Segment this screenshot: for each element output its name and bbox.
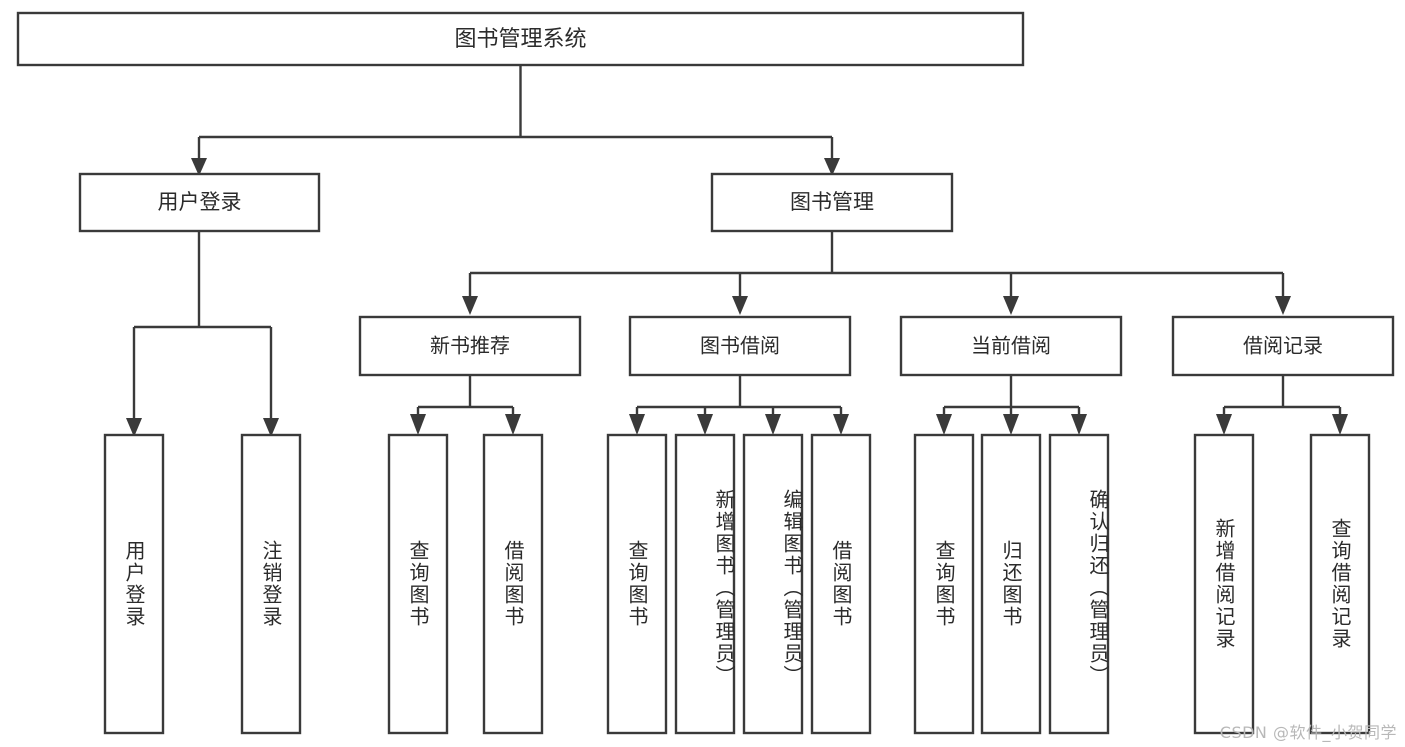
arrow-current-borrow-leaf3-icon	[1071, 414, 1087, 435]
node-book-manage-label: 图书管理	[790, 190, 874, 214]
arrow-to-user-login-icon	[191, 158, 207, 176]
leaf-box-book-borrow-1[interactable]	[606, 433, 668, 735]
node-book-borrow[interactable]: 图书借阅	[628, 315, 852, 377]
arrow-book-borrow-leaf4-icon	[833, 414, 849, 435]
leaf-box-user-login-2[interactable]	[240, 433, 302, 735]
arrow-to-book-manage-icon	[824, 158, 840, 176]
connector-layer	[126, 65, 1348, 437]
node-root[interactable]: 图书管理系统	[16, 11, 1025, 67]
arrow-user-login-leaf2-icon	[263, 418, 279, 437]
node-current-borrow-box[interactable]	[899, 315, 1123, 377]
arrow-to-new-book-icon	[462, 296, 478, 315]
arrow-to-borrow-record-icon	[1275, 296, 1291, 315]
leaf-box-new-book-1[interactable]	[387, 433, 449, 735]
node-new-book-recommend[interactable]: 新书推荐	[358, 315, 582, 377]
leaf-box-book-borrow-3[interactable]	[742, 433, 804, 735]
node-new-book-recommend-box[interactable]	[358, 315, 582, 377]
node-user-login[interactable]: 用户登录	[78, 172, 321, 233]
leaf-box-current-borrow-2[interactable]	[980, 433, 1042, 735]
node-current-borrow[interactable]: 当前借阅	[899, 315, 1123, 377]
leaf-box-current-borrow-3[interactable]	[1048, 433, 1110, 735]
arrow-current-borrow-leaf1-icon	[936, 414, 952, 435]
node-user-login-box[interactable]	[78, 172, 321, 233]
leaf-box-new-book-2[interactable]	[482, 433, 544, 735]
csdn-watermark: CSDN @软件_小贺同学	[1219, 723, 1397, 742]
leaf-box-book-borrow-4[interactable]	[810, 433, 872, 735]
node-book-manage-box[interactable]	[710, 172, 954, 233]
node-borrow-record-box[interactable]	[1171, 315, 1395, 377]
arrow-current-borrow-leaf2-icon	[1003, 414, 1019, 435]
node-current-borrow-label: 当前借阅	[971, 334, 1051, 358]
arrow-book-borrow-leaf2-icon	[697, 414, 713, 435]
node-borrow-record[interactable]: 借阅记录	[1171, 315, 1395, 377]
leaf-box-borrow-record-2[interactable]	[1309, 433, 1371, 735]
arrow-to-book-borrow-icon	[732, 296, 748, 315]
arrow-new-book-leaf2-icon	[505, 414, 521, 435]
leaf-box-current-borrow-1[interactable]	[913, 433, 975, 735]
node-borrow-record-label: 借阅记录	[1243, 334, 1323, 358]
node-new-book-recommend-label: 新书推荐	[430, 334, 510, 358]
node-user-login-label: 用户登录	[158, 190, 242, 214]
arrow-borrow-record-leaf2-icon	[1332, 414, 1348, 435]
arrow-book-borrow-leaf3-icon	[765, 414, 781, 435]
node-book-manage[interactable]: 图书管理	[710, 172, 954, 233]
node-layer: 图书管理系统 用户登录 图书管理 新书推荐 图书借阅 当前	[16, 11, 1395, 735]
leaf-box-borrow-record-1[interactable]	[1193, 433, 1255, 735]
node-root-label: 图书管理系统	[454, 27, 586, 52]
leaf-box-user-login-1[interactable]	[103, 433, 165, 735]
node-book-borrow-box[interactable]	[628, 315, 852, 377]
node-book-borrow-label: 图书借阅	[700, 334, 780, 358]
leaf-box-book-borrow-2[interactable]	[674, 433, 736, 735]
arrow-borrow-record-leaf1-icon	[1216, 414, 1232, 435]
arrow-book-borrow-leaf1-icon	[629, 414, 645, 435]
arrow-to-current-borrow-icon	[1003, 296, 1019, 315]
node-root-box[interactable]	[16, 11, 1025, 67]
arrow-new-book-leaf1-icon	[410, 414, 426, 435]
arrow-user-login-leaf1-icon	[126, 418, 142, 437]
